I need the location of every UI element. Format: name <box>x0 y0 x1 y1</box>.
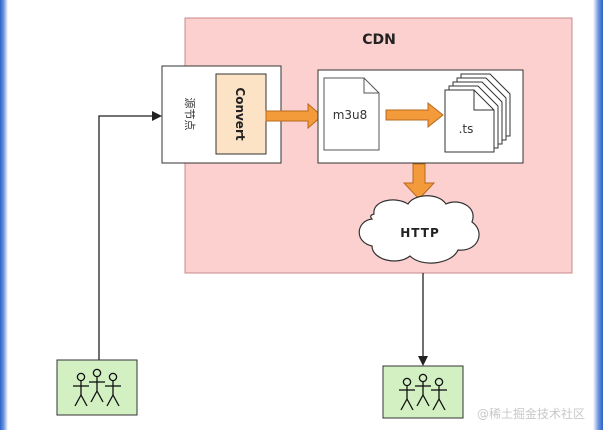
m3u8-to-ts-arrow <box>385 101 444 129</box>
actor-group-icon <box>382 365 464 419</box>
convert-label: Convert <box>233 87 247 140</box>
ts-label: .ts <box>459 122 474 136</box>
m3u8-label: m3u8 <box>333 108 368 122</box>
storage-to-http-arrow <box>402 163 436 200</box>
document-stack-icon: .ts <box>444 73 511 153</box>
upload-connector <box>98 111 162 360</box>
document-icon: m3u8 <box>323 77 380 151</box>
http-label: HTTP <box>400 226 439 240</box>
convert-to-storage-arrow <box>265 102 323 130</box>
source-node-box: 源节点 Convert <box>161 65 282 164</box>
left-window-edge <box>0 0 8 430</box>
watermark: @稀土掘金技术社区 <box>476 407 585 421</box>
cloud-icon: HTTP <box>358 195 480 264</box>
right-window-edge <box>593 0 603 430</box>
source-node-label: 源节点 <box>183 98 197 131</box>
convert-box <box>215 73 267 155</box>
cdn-label: CDN <box>362 32 396 48</box>
actor-group-icon <box>56 359 138 416</box>
